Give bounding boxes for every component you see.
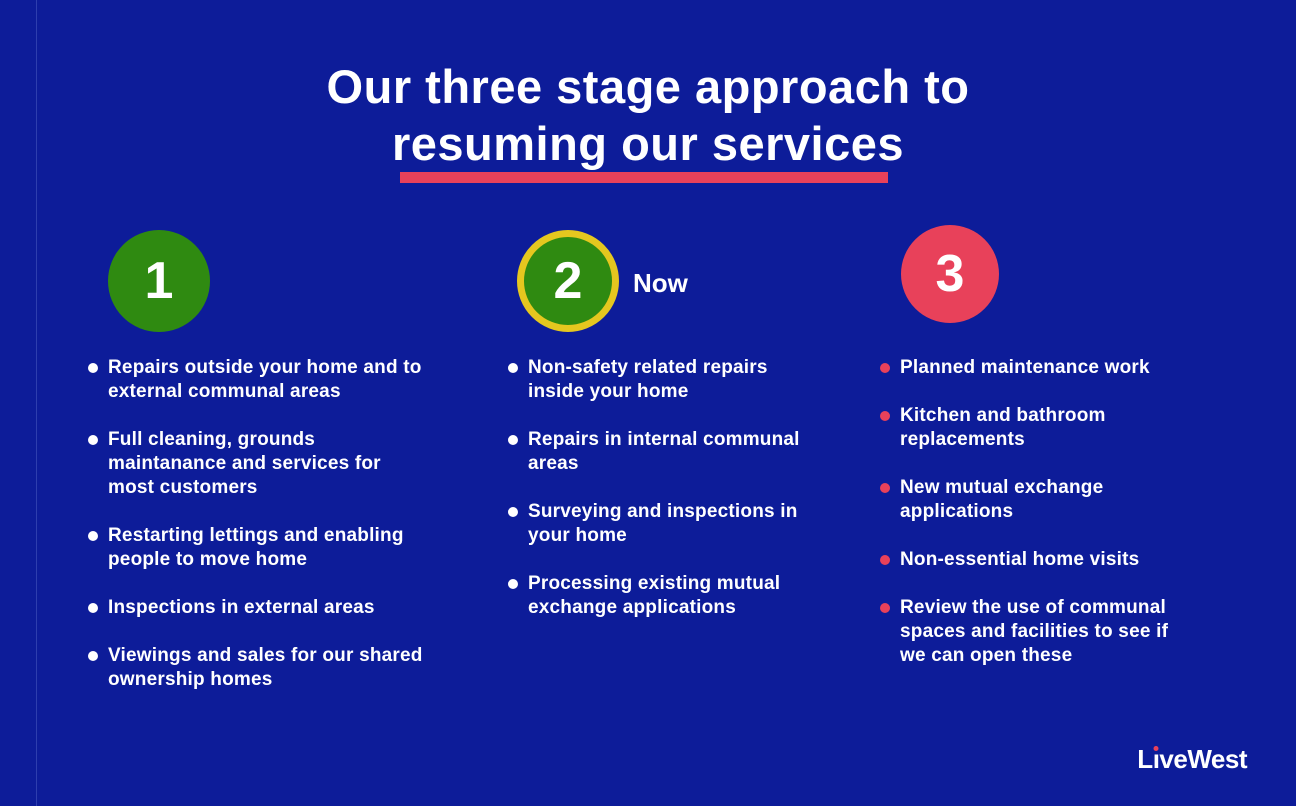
bullet-icon — [508, 507, 518, 517]
list-item: Full cleaning, grounds maintanance and s… — [88, 428, 488, 500]
list-item: Inspections in external areas — [88, 596, 488, 620]
list-item-text: Non-safety related repairs inside your h… — [528, 357, 768, 402]
bullet-icon — [880, 363, 890, 373]
bullet-icon — [88, 651, 98, 661]
bullet-icon — [88, 363, 98, 373]
title-underline — [400, 172, 888, 183]
page-title-line2: resuming our services — [391, 117, 905, 170]
bullet-icon — [508, 363, 518, 373]
list-item-text: Processing existing mutual exchange appl… — [528, 573, 781, 618]
bullet-icon — [508, 579, 518, 589]
list-item: Non-safety related repairs inside your h… — [508, 356, 868, 404]
logo-text-pre: L — [1137, 744, 1153, 774]
bullet-icon — [880, 603, 890, 613]
list-item-text: Repairs in internal communal areas — [528, 429, 800, 474]
stage-1-list: Repairs outside your home and to externa… — [88, 356, 488, 716]
logo-text-post: veWest — [1159, 744, 1247, 774]
stage-number: 2 — [553, 252, 583, 310]
stage-number: 3 — [935, 245, 965, 303]
list-item: Processing existing mutual exchange appl… — [508, 572, 868, 620]
list-item-text: Kitchen and bathroom replacements — [900, 405, 1106, 450]
list-item-text: Viewings and sales for our shared owners… — [108, 645, 423, 690]
stage-number: 1 — [144, 252, 174, 310]
stage-1-circle: 1 — [108, 230, 210, 332]
bullet-icon — [508, 435, 518, 445]
list-item: Repairs in internal communal areas — [508, 428, 868, 476]
list-item: Repairs outside your home and to externa… — [88, 356, 488, 404]
list-item: New mutual exchange applications — [880, 476, 1230, 524]
bullet-icon — [88, 603, 98, 613]
list-item: Kitchen and bathroom replacements — [880, 404, 1230, 452]
list-item: Viewings and sales for our shared owners… — [88, 644, 488, 692]
stage-2-list: Non-safety related repairs inside your h… — [508, 356, 868, 644]
list-item-text: New mutual exchange applications — [900, 477, 1104, 522]
list-item: Planned maintenance work — [880, 356, 1230, 380]
bullet-icon — [880, 555, 890, 565]
stage-2-label: Now — [633, 268, 688, 298]
list-item-text: Restarting lettings and enabling people … — [108, 525, 404, 570]
list-item-text: Review the use of communal spaces and fa… — [900, 597, 1169, 666]
list-item-text: Repairs outside your home and to externa… — [108, 357, 422, 402]
bullet-icon — [88, 531, 98, 541]
left-edge-divider — [36, 0, 37, 806]
page-title-line1: Our three stage approach to — [326, 60, 970, 113]
list-item: Non-essential home visits — [880, 548, 1230, 572]
logo-i-dot-icon — [1153, 746, 1159, 751]
list-item-text: Full cleaning, grounds maintanance and s… — [108, 429, 381, 498]
list-item-text: Inspections in external areas — [108, 597, 375, 618]
list-item: Surveying and inspections in your home — [508, 500, 868, 548]
stage-3-circle: 3 — [901, 225, 999, 323]
list-item-text: Non-essential home visits — [900, 549, 1140, 570]
logo-letter-i: ı — [1152, 744, 1160, 774]
list-item-text: Planned maintenance work — [900, 357, 1150, 378]
bullet-icon — [880, 483, 890, 493]
bullet-icon — [88, 435, 98, 445]
bullet-icon — [880, 411, 890, 421]
list-item-text: Surveying and inspections in your home — [528, 501, 798, 546]
stage-2-circle: 2 — [517, 230, 619, 332]
list-item: Restarting lettings and enabling people … — [88, 524, 488, 572]
list-item: Review the use of communal spaces and fa… — [880, 596, 1230, 668]
